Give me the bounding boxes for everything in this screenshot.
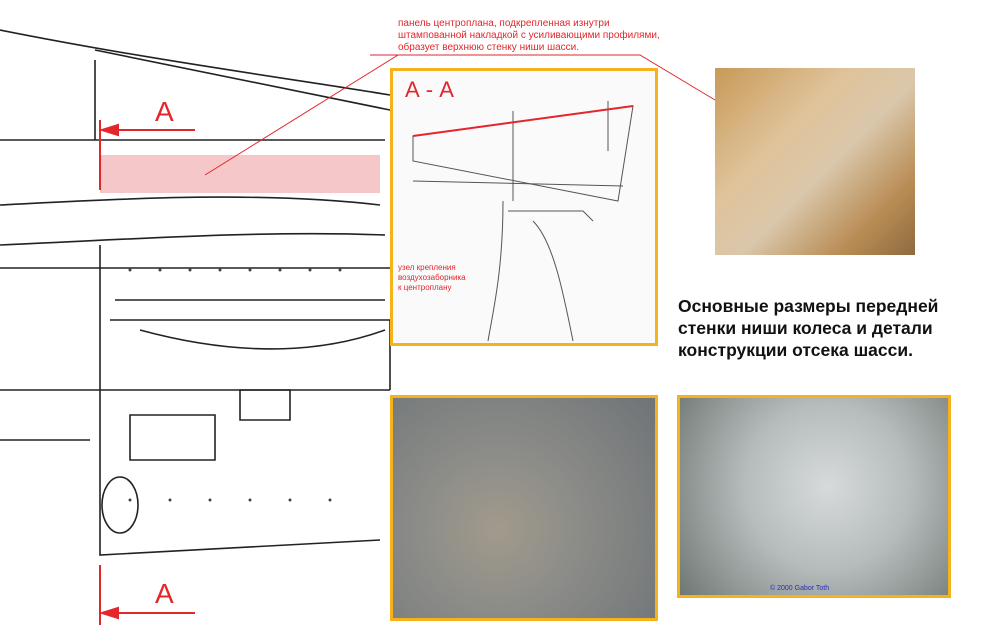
photo-wheel-well-interior: © 2000 Gabor Toth	[677, 395, 951, 598]
panel-annotation: панель центроплана, подкрепленная изнутр…	[398, 18, 660, 53]
section-aa-sketch: А - А узел крепления воздухозаборника к …	[390, 68, 658, 346]
caption: Основные размеры передней стенки ниши ко…	[678, 296, 939, 360]
section-cut-markers	[98, 120, 195, 625]
centre-wing-panel-highlight	[100, 155, 380, 193]
section-marker-top: А	[155, 96, 174, 127]
photo-wing-panel	[715, 68, 915, 255]
photo-wheel-well-front	[390, 395, 658, 621]
section-title: А - А	[405, 77, 454, 102]
photo-copyright: © 2000 Gabor Toth	[770, 585, 830, 592]
node-annotation: узел крепления воздухозаборника к центро…	[398, 263, 466, 292]
section-marker-bottom: А	[155, 578, 174, 609]
